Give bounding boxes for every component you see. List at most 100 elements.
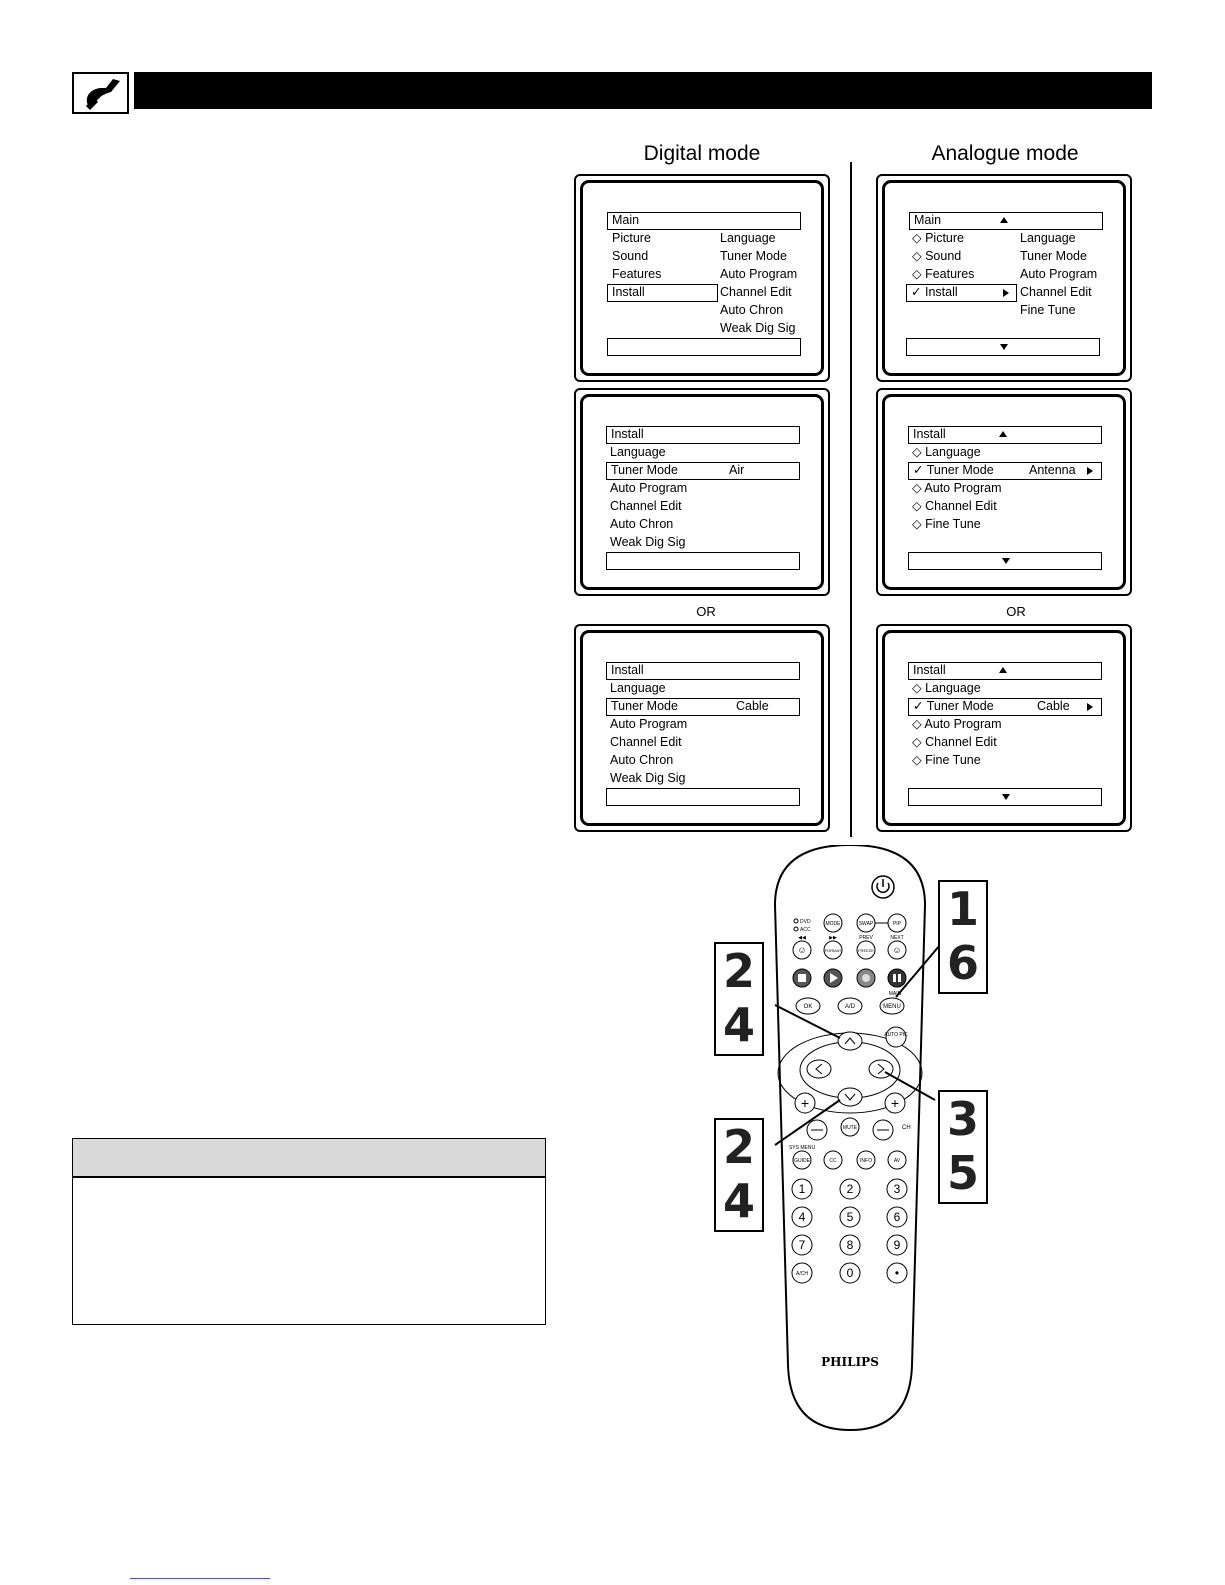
menu-item: ◇ Picture xyxy=(912,231,964,245)
menu-footer xyxy=(606,788,800,806)
ad-button[interactable]: A/D xyxy=(837,997,863,1015)
menu-item: ◇ Auto Program xyxy=(912,717,1002,731)
menu-header-label: Main xyxy=(914,213,942,227)
swap-button[interactable]: SWAP xyxy=(856,913,876,933)
menu-item: Channel Edit xyxy=(610,499,682,513)
menu-header: Install xyxy=(606,662,800,680)
menu-button[interactable]: MENU xyxy=(879,997,905,1015)
svg-text:1: 1 xyxy=(799,1182,806,1196)
cc-button[interactable]: CC xyxy=(823,1150,843,1170)
menu-item: Weak Dig Sig xyxy=(610,535,686,549)
menu-footer xyxy=(607,338,801,356)
stop-button[interactable] xyxy=(792,968,812,988)
dot-button[interactable]: • xyxy=(886,1262,908,1284)
menu-item: Features xyxy=(612,267,662,281)
menu-item: Language xyxy=(610,445,666,459)
svg-text:DVD: DVD xyxy=(800,919,811,925)
mode-button[interactable]: MODE xyxy=(823,913,843,933)
svg-text:AV: AV xyxy=(894,1158,901,1164)
ch-label: CH xyxy=(902,1125,911,1131)
auto-pic-button[interactable]: AUTO PIC xyxy=(884,1026,908,1048)
svg-text:FREEZE: FREEZE xyxy=(858,948,874,953)
digit-5-button[interactable]: 5 xyxy=(839,1206,861,1228)
arrow-right-icon xyxy=(1087,467,1093,475)
svg-text:FORMAT: FORMAT xyxy=(825,948,842,953)
menu-footer xyxy=(906,338,1100,356)
tuner-mode-value: Antenna xyxy=(1029,463,1076,477)
submenu-item: Auto Chron xyxy=(720,303,784,317)
note-box-header xyxy=(73,1139,545,1178)
pip-button[interactable]: PIP xyxy=(887,913,907,933)
svg-text:9: 9 xyxy=(894,1238,901,1252)
tuner-mode-value: Cable xyxy=(736,699,769,713)
next-label: NEXT xyxy=(890,935,903,941)
analogue-mode-title: Analogue mode xyxy=(931,142,1079,165)
svg-text:SWAP: SWAP xyxy=(859,921,874,927)
digit-1-button[interactable]: 1 xyxy=(791,1178,813,1200)
submenu-item: Language xyxy=(720,231,776,245)
menu-item-selected: Tuner Mode Air xyxy=(606,462,800,480)
menu-item-selected: ✓ Install xyxy=(906,284,1017,302)
svg-text:6: 6 xyxy=(894,1210,901,1224)
menu-header: Install xyxy=(606,426,800,444)
smiley-right-button[interactable]: ☺ xyxy=(887,940,907,960)
vol-up-button[interactable]: + xyxy=(794,1092,816,1114)
menu-item: ◇ Language xyxy=(912,445,981,459)
digit-3-button[interactable]: 3 xyxy=(886,1178,908,1200)
digit-4-button[interactable]: 4 xyxy=(791,1206,813,1228)
menu-item: ◇ Fine Tune xyxy=(912,753,981,767)
pause-button[interactable] xyxy=(887,968,907,988)
digit-0-button[interactable]: 0 xyxy=(839,1262,861,1284)
ok-button[interactable]: OK xyxy=(795,997,821,1015)
svg-text:2: 2 xyxy=(847,1182,854,1196)
mute-button[interactable]: MUTE xyxy=(840,1117,860,1137)
guide-button[interactable]: GUIDE xyxy=(792,1150,812,1170)
smiley-left-button[interactable]: ☺ xyxy=(792,940,812,960)
av-button[interactable]: AV xyxy=(887,1150,907,1170)
digit-6-button[interactable]: 6 xyxy=(886,1206,908,1228)
record-button[interactable] xyxy=(856,968,876,988)
submenu-item: Language xyxy=(1020,231,1076,245)
svg-text:8: 8 xyxy=(847,1238,854,1252)
rewind-icon: ◀◀ xyxy=(798,935,806,941)
menu-item: Weak Dig Sig xyxy=(610,771,686,785)
ach-button[interactable]: A/CH xyxy=(791,1262,813,1284)
svg-text:5: 5 xyxy=(847,1210,854,1224)
check-icon: ✓ xyxy=(913,463,924,477)
svg-text:AUTO PIC: AUTO PIC xyxy=(884,1032,908,1038)
vol-down-button[interactable] xyxy=(806,1119,828,1141)
digit-7-button[interactable]: 7 xyxy=(791,1234,813,1256)
callout-lines xyxy=(774,944,941,1146)
arrow-up-icon xyxy=(999,431,1007,437)
menu-item: Auto Program xyxy=(610,717,688,731)
menu-item-selected: Tuner Mode Cable xyxy=(606,698,800,716)
nav-down-button[interactable] xyxy=(837,1087,863,1107)
menu-footer xyxy=(908,788,1102,806)
svg-text:INFO: INFO xyxy=(860,1158,872,1164)
main-label: MAIN xyxy=(889,991,902,997)
submenu-item: Auto Program xyxy=(720,267,798,281)
digit-8-button[interactable]: 8 xyxy=(839,1234,861,1256)
arrow-up-icon xyxy=(999,667,1007,673)
ch-down-button[interactable] xyxy=(872,1119,894,1141)
brand-logo: PHILIPS xyxy=(821,1355,879,1369)
play-button[interactable] xyxy=(823,968,843,988)
nav-up-button[interactable] xyxy=(837,1031,863,1051)
menu-item: ◇ Language xyxy=(912,681,981,695)
digit-2-button[interactable]: 2 xyxy=(839,1178,861,1200)
footer-link-line xyxy=(130,1578,270,1579)
menu-item-selected: ✓ Tuner Mode Cable xyxy=(908,698,1102,716)
nav-left-button[interactable] xyxy=(806,1059,832,1079)
svg-text:ACC: ACC xyxy=(800,927,811,933)
digit-9-button[interactable]: 9 xyxy=(886,1234,908,1256)
info-button[interactable]: INFO xyxy=(856,1150,876,1170)
arrow-right-icon xyxy=(1003,289,1009,297)
format-button[interactable]: FORMAT xyxy=(823,940,843,960)
screen-digital-install-air: Install Language Tuner Mode Air Auto Pro… xyxy=(574,388,830,596)
menu-item: Auto Chron xyxy=(610,753,674,767)
power-button[interactable] xyxy=(871,875,895,899)
ch-up-button[interactable]: + xyxy=(884,1092,906,1114)
freeze-button[interactable]: FREEZE xyxy=(856,940,876,960)
sys-menu-label: SYS MENU xyxy=(789,1145,816,1151)
